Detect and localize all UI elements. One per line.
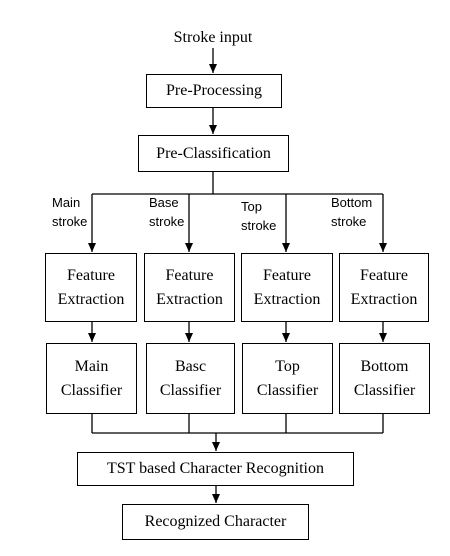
preclassification-box: Pre-Classification	[138, 135, 289, 172]
tst-recognition-label: TST based Character Recognition	[107, 460, 324, 478]
stroke-input-label: Stroke input	[173, 29, 253, 46]
preprocessing-label: Pre-Processing	[166, 82, 262, 100]
recognized-character-box: Recognized Character	[122, 504, 309, 540]
preprocessing-box: Pre-Processing	[146, 74, 282, 108]
recognized-character-label: Recognized Character	[144, 513, 287, 531]
tst-recognition-box: TST based Character Recognition	[77, 452, 354, 486]
preclassification-label: Pre-Classification	[156, 144, 271, 162]
